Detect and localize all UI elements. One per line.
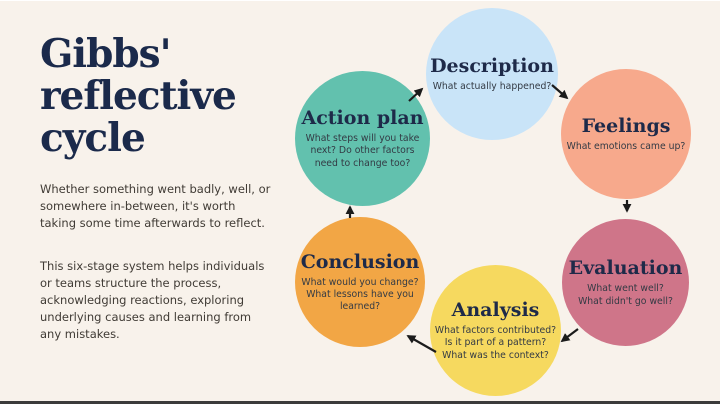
intro-panel: Gibbs' reflective cycle Whether somethin… (40, 33, 280, 369)
stage-feelings-question: What emotions came up? (566, 140, 686, 152)
arrow-evaluation-to-analysis-icon (560, 328, 579, 343)
intro-paragraph-1: Whether something went badly, well, or s… (40, 182, 271, 231)
bottom-edge-bar (0, 401, 720, 404)
stage-description: Description What actually happened? (426, 8, 558, 140)
stage-analysis-question: What factors contributed? Is it part of … (434, 325, 557, 361)
stage-analysis: Analysis What factors contributed? Is it… (430, 265, 561, 396)
stage-analysis-label: Analysis (451, 299, 540, 322)
page-title: Gibbs' reflective cycle (40, 31, 237, 162)
stage-conclusion: Conclusion What would you change? What l… (295, 217, 425, 347)
stage-action-plan-label: Action plan (301, 107, 424, 130)
stage-feelings-label: Feelings (581, 114, 671, 137)
stage-conclusion-question: What would you change? What lessons have… (301, 276, 419, 313)
stage-evaluation-question: What went well? What didn't go well? (578, 283, 673, 307)
stage-description-label: Description (430, 54, 554, 77)
stage-evaluation: Evaluation What went well? What didn't g… (562, 219, 689, 346)
intro-paragraph-2: This six-stage system helps individuals … (40, 259, 265, 342)
stage-action-plan-question: What steps will you take next? Do other … (305, 133, 420, 169)
stage-evaluation-label: Evaluation (568, 257, 683, 280)
stage-feelings: Feelings What emotions came up? (561, 69, 691, 199)
stage-action-plan: Action plan What steps will you take nex… (295, 71, 430, 206)
stage-conclusion-label: Conclusion (300, 250, 420, 273)
stage-description-question: What actually happened? (432, 80, 552, 92)
